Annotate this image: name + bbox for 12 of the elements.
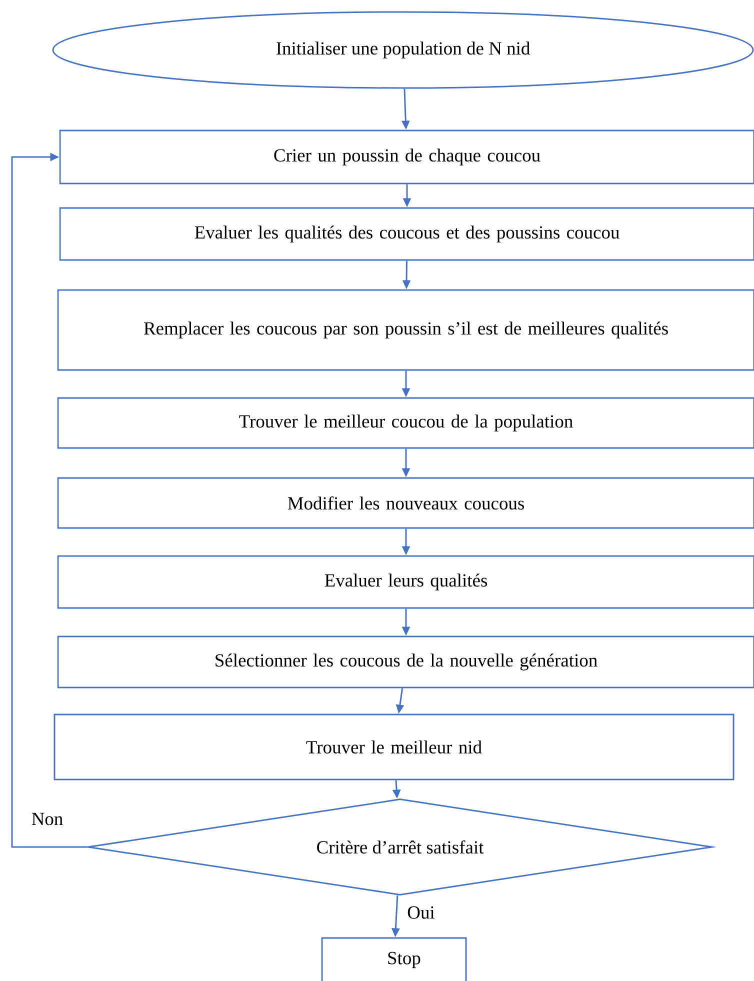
process-box: Modifier les nouveaux coucous bbox=[57, 477, 754, 529]
process-box: Evaluer les qualités des coucous et des poussins coucou bbox=[59, 207, 754, 261]
process-box: Remplacer les coucous par son poussin s’il est de meilleures qualités bbox=[57, 289, 754, 371]
process-box: Sélectionner les coucous de la nouvelle génération bbox=[57, 636, 754, 688]
process-box: Trouver le meilleur nid bbox=[54, 714, 734, 780]
process-box: Crier un poussin de chaque coucou bbox=[59, 130, 754, 184]
loop-arrow bbox=[11, 152, 88, 848]
edge-label: Non bbox=[32, 812, 63, 826]
edge-label: Oui bbox=[408, 906, 435, 919]
process-box: Stop bbox=[321, 937, 467, 981]
process-box: Evaluer leurs qualités bbox=[57, 555, 754, 609]
process-box: Trouver le meilleur coucou de la population bbox=[57, 397, 754, 449]
